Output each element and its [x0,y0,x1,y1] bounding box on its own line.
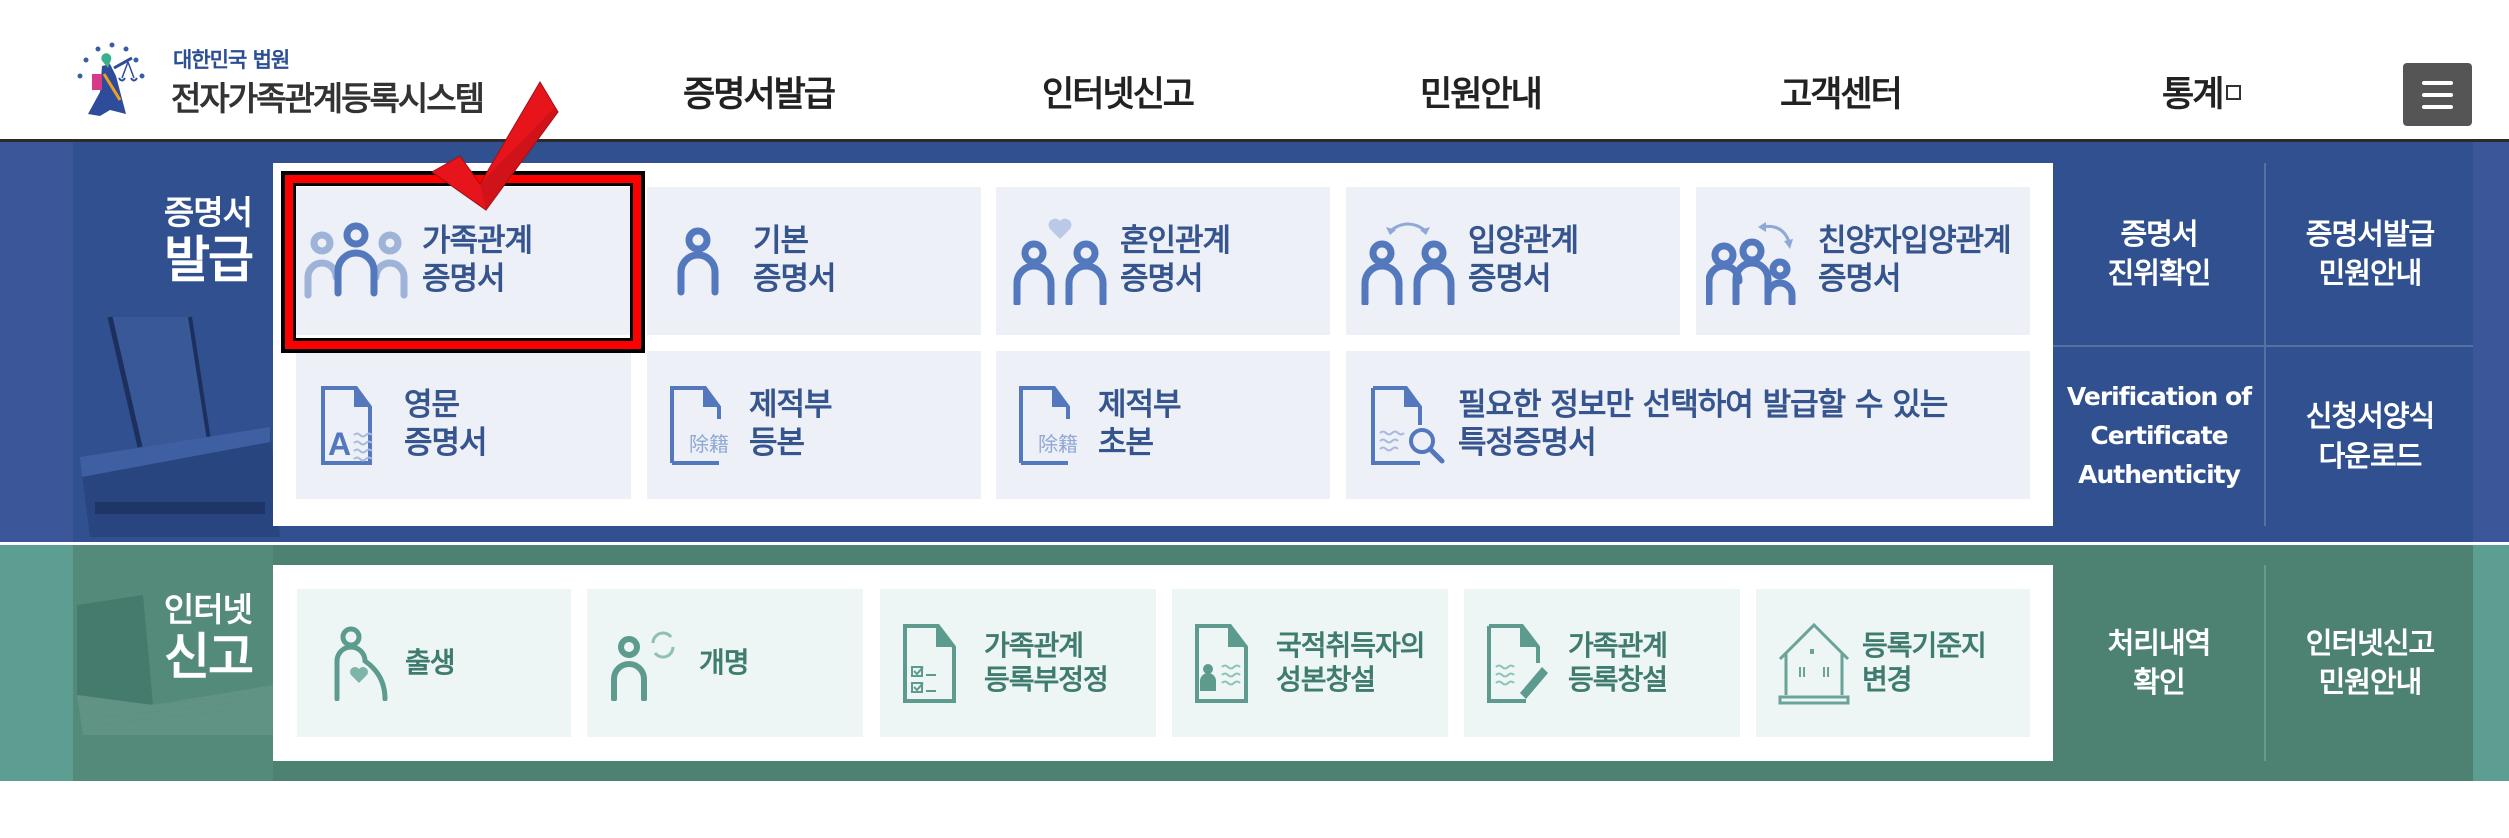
svg-text:除籍: 除籍 [689,432,729,456]
tile-birth-report[interactable]: 출생 [297,589,571,737]
tile-label: 개명 [699,645,750,679]
family-adoption-icon [1706,222,1796,305]
band-edge-left [0,142,73,542]
hamburger-menu-icon [2422,81,2453,85]
checklist-document-icon [903,624,956,703]
section-gap [0,542,2509,545]
band-edge-left [0,545,73,781]
main-navigation: 증명서발급 인터넷신고 민원안내 고객센터 통계 [0,66,2509,116]
nav-customer-center[interactable]: 고객센터 [1780,75,1903,115]
family-icon [304,222,408,299]
pregnant-person-icon [334,626,388,701]
hamburger-menu-button[interactable] [2403,63,2472,126]
couple-heart-icon [1013,218,1107,305]
section-title-line1: 증명서 [163,193,253,232]
divider [2264,163,2266,526]
english-document-icon: A [321,386,373,465]
person-rename-icon [611,631,675,701]
nav-certificate-issuance[interactable]: 증명서발급 [683,75,836,115]
tile-name-change-report[interactable]: 개명 [587,589,863,737]
house-icon [1778,622,1850,705]
adoption-arrows-icon [1361,222,1455,305]
court-emblem-icon [77,42,145,116]
removed-register-document-icon: 除籍 [1019,386,1078,465]
person-id-document-icon [1195,624,1248,703]
divider [2264,565,2266,761]
nav-statistics-label: 통계 [2162,75,2224,115]
nav-civil-guide[interactable]: 민원안내 [1420,75,1543,115]
tile-label: 출생 [405,645,456,679]
certificate-section-title: 증명서 발급 [130,186,254,289]
section-title-line2: 신고 [164,628,254,686]
internet-report-section: 인터넷 신고 출생 개명 [0,545,2509,781]
section-title-line1: 인터넷 [163,590,253,629]
laptop-illustration [73,545,273,781]
nav-statistics[interactable]: 통계 [2162,66,2242,117]
report-section-title: 인터넷 신고 [130,583,254,686]
removed-register-document-icon: 除籍 [670,386,729,465]
svg-text:除籍: 除籍 [1038,432,1078,456]
site-header: 대한민국 법원 전자가족관계등록시스템 증명서발급 인터넷신고 민원안내 고객센… [0,0,2509,140]
document-pen-icon [1487,624,1548,703]
hamburger-menu-icon-line [2422,105,2453,109]
section-title-line2: 발급 [164,231,254,289]
divider [2053,345,2473,347]
band-edge-right [2473,142,2509,542]
logo-subtitle: 대한민국 법원 [173,48,290,72]
svg-text:A: A [328,426,351,462]
hamburger-menu-icon-line [2422,93,2453,97]
band-edge-right [2473,545,2509,781]
nav-internet-report[interactable]: 인터넷신고 [1042,75,1195,115]
person-icon [677,227,719,296]
document-search-icon [1371,386,1445,465]
external-link-icon [2226,85,2242,100]
laptop-illustration-icon [77,595,273,735]
printer-illustration-icon [80,316,280,537]
header-divider [0,139,2509,142]
